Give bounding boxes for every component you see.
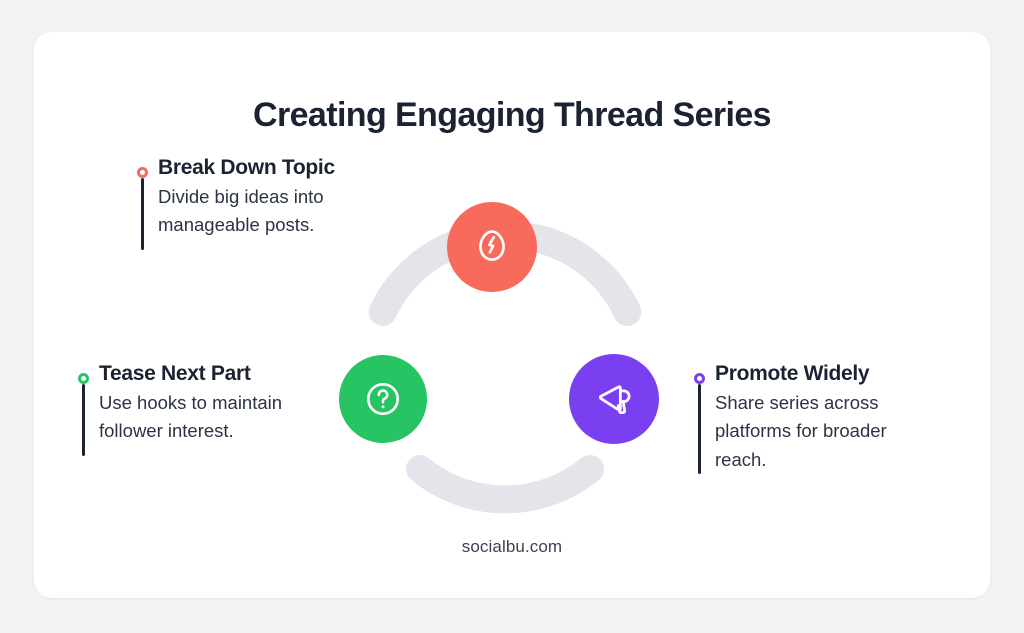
node-promote-widely[interactable] [569,354,659,444]
footer-url[interactable]: socialbu.com [461,537,563,556]
megaphone-icon [599,385,631,415]
ring-arc-upper-right [519,223,642,326]
info-description: Share series across platforms for broade… [715,391,887,471]
node-tease-next-part[interactable] [339,355,427,443]
info-body: Break Down Topic Divide big ideas into m… [158,154,335,240]
marker-line [82,384,85,456]
info-title: Break Down Topic [158,156,335,179]
marker-line [141,178,144,250]
info-body: Promote Widely Share series across platf… [715,360,943,475]
marker-dot-icon [694,373,705,384]
info-description: Use hooks to maintain follower interest. [99,391,283,442]
cracked-egg-icon [479,230,505,261]
info-description: Divide big ideas into manageable posts. [158,185,324,236]
question-mark-circle-icon [366,382,400,416]
info-body: Tease Next Part Use hooks to maintain fo… [99,360,344,446]
marker-dot-icon [137,167,148,178]
content-card: Creating Engaging Thread Series [34,32,990,598]
info-title: Tease Next Part [99,362,251,385]
info-title: Promote Widely [715,362,870,385]
page-title: Creating Engaging Thread Series [253,95,772,134]
marker-line [698,384,701,474]
marker-dot-icon [78,373,89,384]
node-break-down-topic[interactable] [447,202,537,292]
ring-arc-bottom [406,455,604,514]
